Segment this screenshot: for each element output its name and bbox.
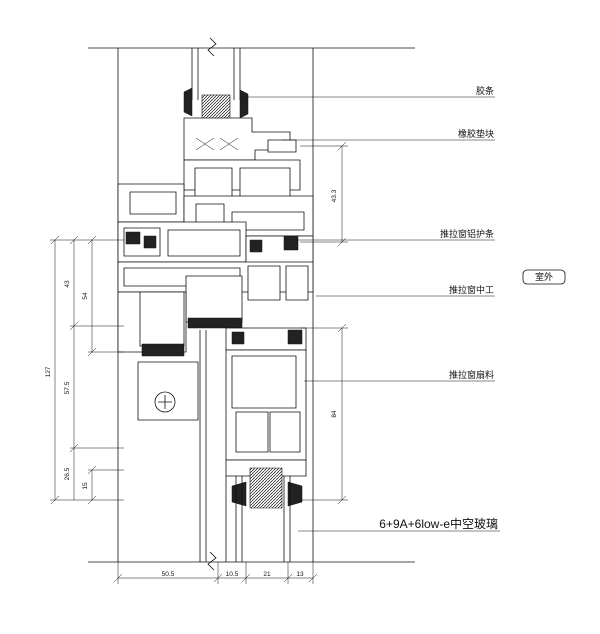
dim-50-5: 50.5 [162, 571, 175, 578]
dim-13: 13 [296, 571, 304, 578]
dim-57-5: 57.5 [64, 381, 71, 394]
bottom-dimensions [113, 562, 318, 584]
dim-84: 84 [331, 410, 338, 418]
lower-left-panel [117, 291, 207, 562]
label-outdoor: 室外 [535, 271, 553, 282]
middle-transom [117, 221, 314, 329]
outdoor-tag: 室外 [522, 269, 566, 285]
dim-21: 21 [263, 571, 271, 578]
upper-frame-profile [117, 117, 314, 237]
right-dimensions [300, 141, 348, 505]
leader-lines [246, 96, 500, 532]
dim-54: 54 [82, 292, 89, 300]
label-rubber-strip: 胶条 [476, 85, 494, 96]
label-rubber-pad: 橡胶垫块 [458, 128, 494, 139]
label-glass: 6+9A+6low-e中空玻璃 [379, 516, 498, 531]
dim-15: 15 [82, 482, 89, 490]
sliding-sash [225, 327, 307, 562]
label-sash-middle: 推拉窗中工 [449, 284, 494, 295]
label-sash-press-strip: 推拉窗铝护条 [440, 228, 494, 239]
dim-43: 43 [64, 280, 71, 288]
dim-43-3: 43.3 [331, 189, 338, 202]
dim-10-5: 10.5 [226, 571, 239, 578]
dim-26-5: 26.5 [64, 467, 71, 480]
dim-127: 127 [45, 366, 52, 377]
left-dimensions [50, 235, 124, 505]
label-sash-profile: 推拉窗扇料 [449, 369, 494, 380]
